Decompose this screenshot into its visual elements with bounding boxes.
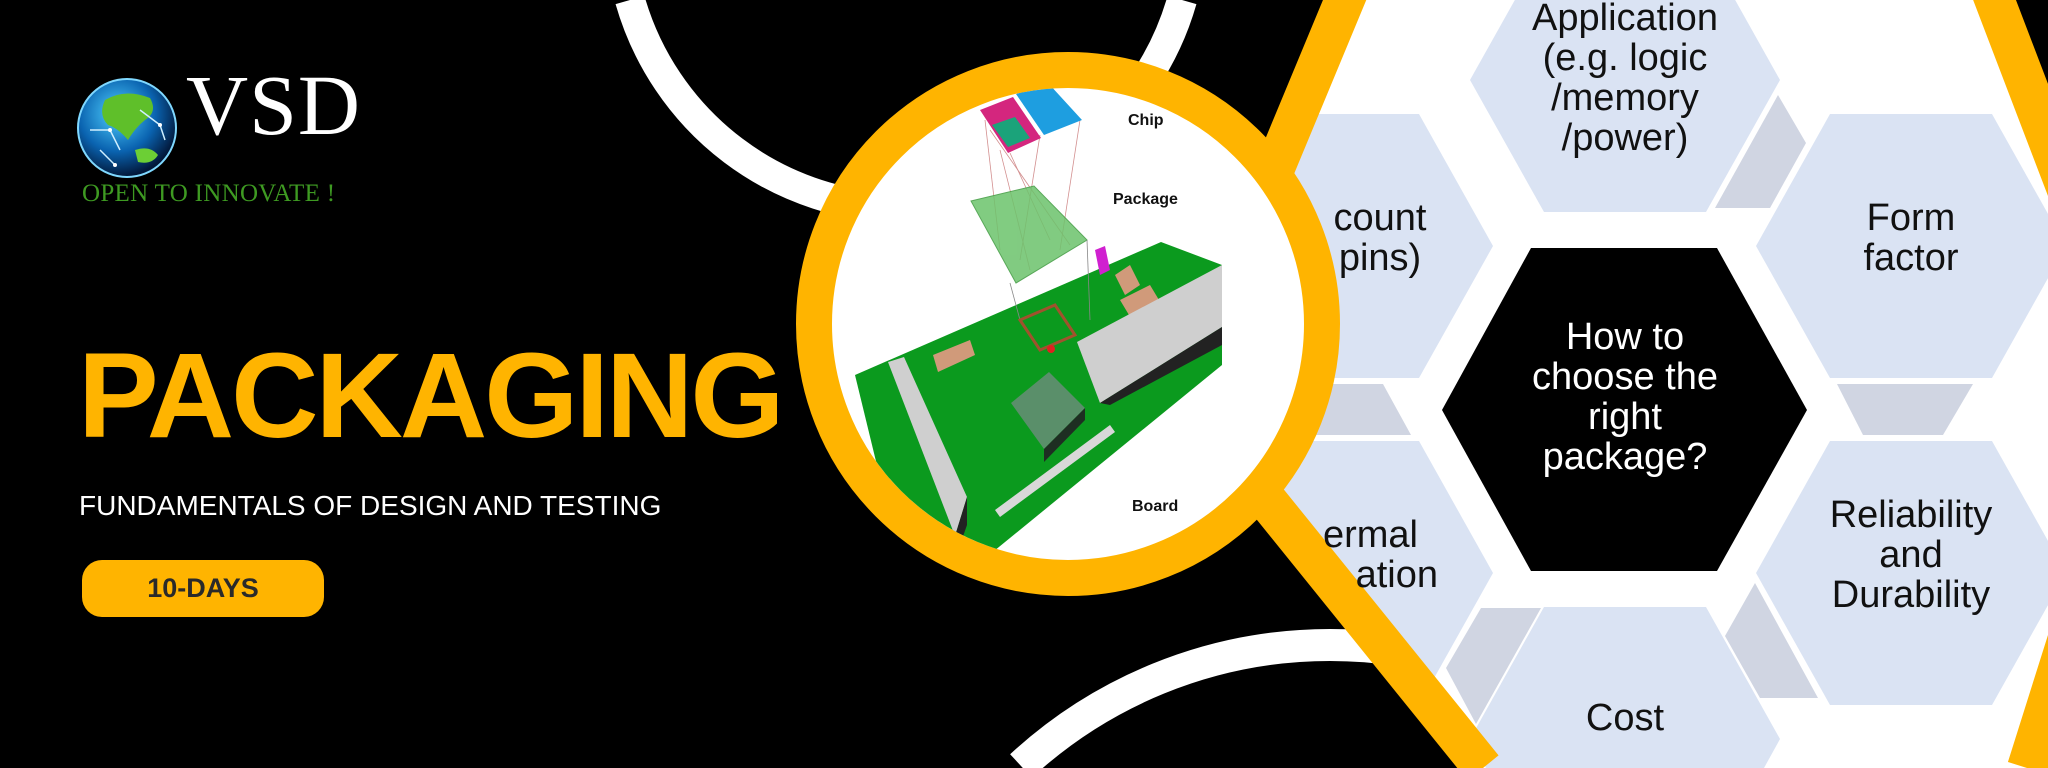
hex-tile-form-factor (1756, 114, 2048, 378)
hex-tile-application (1470, 0, 1780, 212)
hex-label-cost: Cost (1585, 697, 1665, 739)
hex-tile-reliability (1756, 441, 2048, 705)
hex-connector (1837, 384, 1973, 435)
brand-logo-text: VSD (186, 57, 362, 153)
hex-label-thermal-line1: ermal (1322, 514, 1418, 556)
globe-circuit-icon (77, 78, 177, 178)
hex-label-thermal-line2: ation (1355, 554, 1438, 596)
duration-badge-label: 10-DAYS (147, 573, 259, 603)
brand-tagline: OPEN TO INNOVATE ! (82, 180, 336, 207)
hex-label-reliability: Reliability and Durability (1829, 494, 1993, 616)
duration-badge[interactable]: 10-DAYS (82, 560, 324, 617)
hex-center (1442, 248, 1807, 571)
decorative-white-arc-top (615, 0, 1197, 224)
hex-connector (1725, 583, 1818, 698)
hex-label-center-question: How to choose the right package? (1532, 316, 1718, 478)
hex-label-pin-count: count pins) (1333, 197, 1427, 279)
hex-label-application: Application (e.g. logic /memory /power) (1532, 0, 1718, 159)
hex-label-form-factor: Form factor (1863, 197, 1959, 279)
page-subtitle: FUNDAMENTALS OF DESIGN AND TESTING (79, 490, 662, 521)
page-title: PACKAGING (78, 327, 784, 463)
hex-connector (1715, 95, 1806, 208)
hex-tile-cost (1470, 607, 1780, 768)
hex-connector (1446, 608, 1541, 724)
